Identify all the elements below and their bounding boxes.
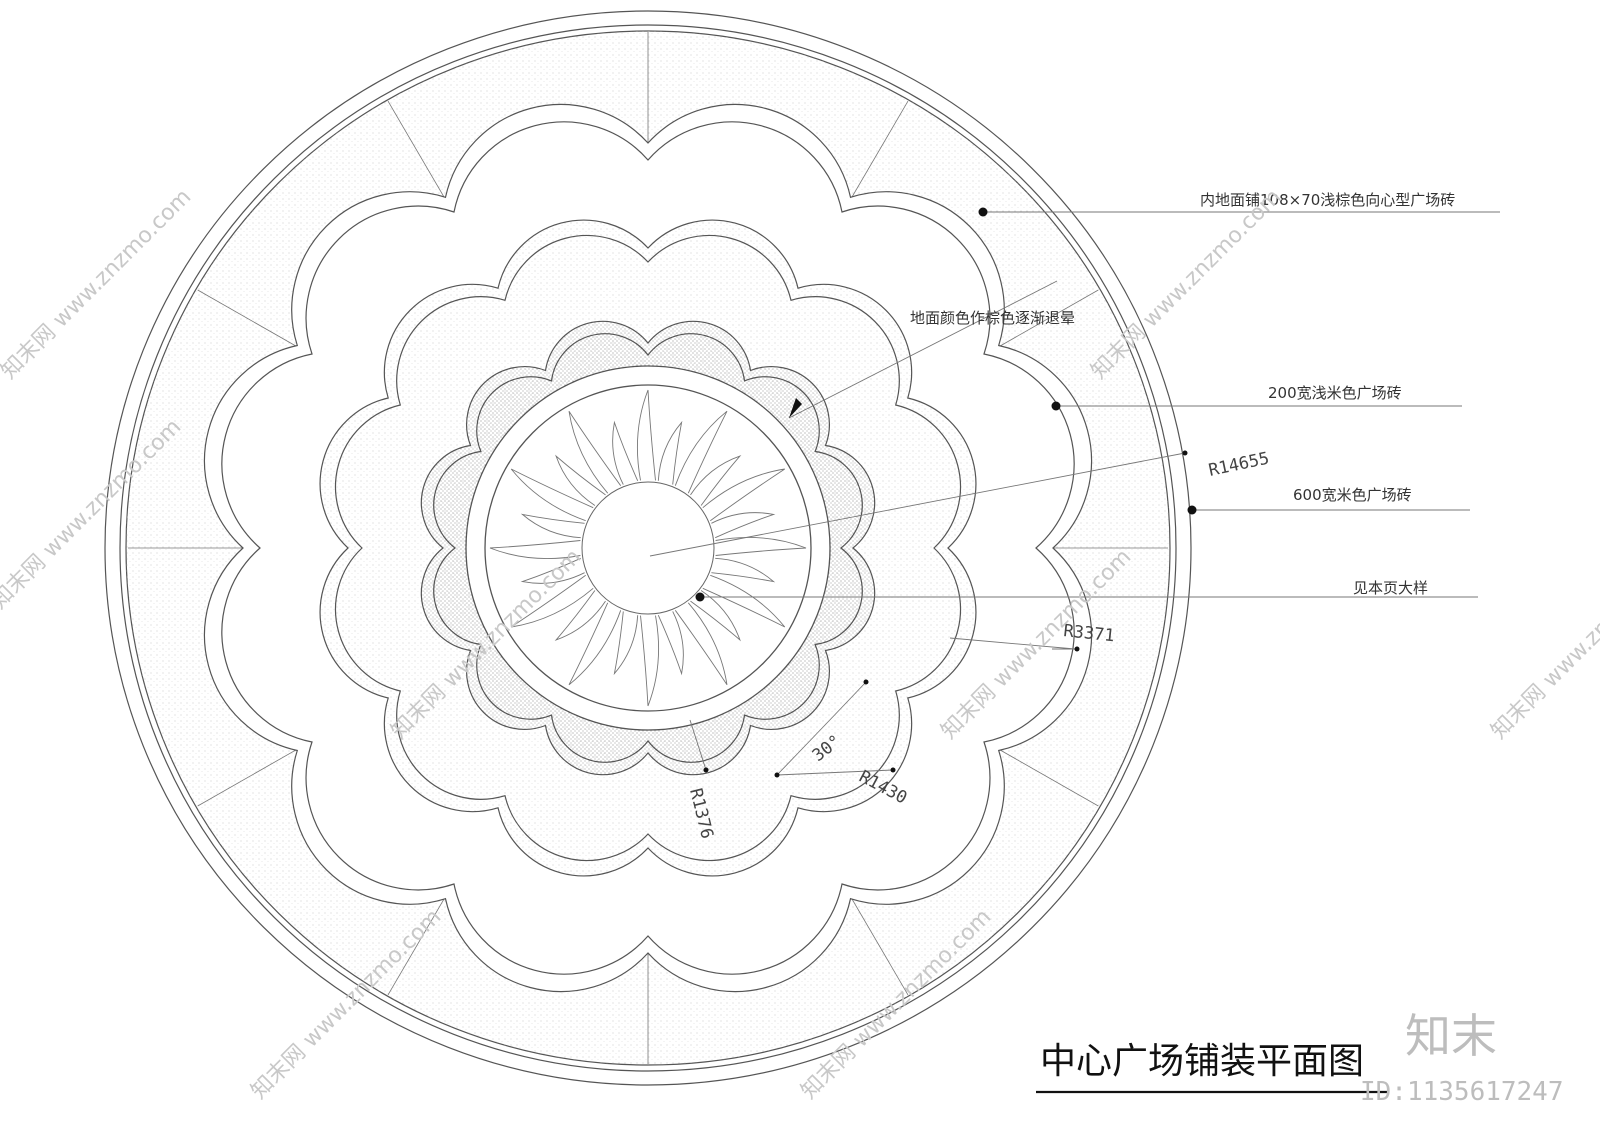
sun-ray	[690, 455, 742, 506]
sun-ray	[702, 468, 786, 522]
label-gradient: 地面颜色作棕色逐渐退晕	[910, 309, 1075, 327]
sun-ray	[640, 615, 659, 707]
label-tile-200: 200宽浅米色广场砖	[1268, 384, 1402, 402]
sun-ray	[711, 557, 776, 583]
sun-ray	[520, 557, 585, 584]
sun-motif	[489, 389, 807, 707]
dim-outer-radius: R14655	[1207, 449, 1271, 481]
sun-ray	[674, 410, 728, 494]
leader-lines	[649, 211, 1500, 776]
leader-markers	[695, 207, 1197, 778]
sun-ray	[510, 468, 594, 522]
sun-ray	[489, 540, 581, 559]
sun-ray	[510, 574, 594, 628]
sun-ray	[702, 574, 786, 628]
svg-text:知末网 www.znzmo.com: 知末网 www.znzmo.com	[1487, 544, 1600, 744]
sun-ray	[657, 611, 684, 676]
sun-ray	[554, 590, 606, 641]
sun-ray	[520, 513, 585, 539]
sun-ray	[568, 410, 622, 494]
sun-ray	[674, 602, 728, 686]
sun-ray	[568, 602, 622, 686]
sun-ray	[690, 590, 741, 642]
sun-ray	[612, 420, 639, 485]
sun-ray	[637, 389, 656, 481]
label-tile-600: 600宽米色广场砖	[1293, 486, 1412, 504]
sun-ray	[711, 512, 776, 539]
label-inner-paving: 内地面铺108×70浅棕色向心型广场砖	[1200, 191, 1455, 209]
brand-watermark: 知末	[1405, 1009, 1497, 1063]
id-watermark: ID:1135617247	[1360, 1077, 1564, 1107]
center-medallion	[465, 365, 831, 731]
sun-ray	[613, 611, 639, 676]
svg-text:知末网 www.znzmo.com: 知末网 www.znzmo.com	[1087, 184, 1287, 384]
label-detail-ref: 见本页大样	[1353, 579, 1428, 597]
drawing-title: 中心广场铺装平面图	[1040, 1041, 1364, 1082]
sun-ray	[555, 454, 606, 506]
sun-ray	[657, 420, 683, 485]
